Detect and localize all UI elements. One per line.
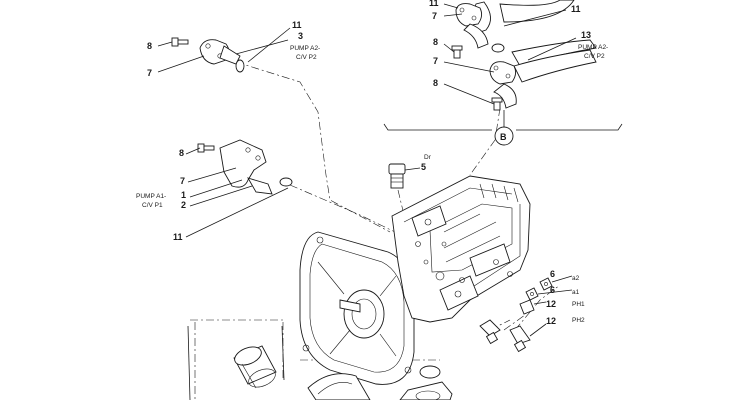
label-port-a2: a2	[572, 275, 580, 282]
callout-top-left-3: 3	[298, 31, 303, 41]
label-top-left-pump-line2: C/V P2	[296, 54, 317, 61]
callout-right-6a: 6	[550, 269, 555, 279]
label-top-left-pump-line1: PUMP A2-	[290, 45, 320, 52]
label-b-pump-line1: PUMP A2-	[578, 44, 608, 51]
bottom-components-group	[187, 325, 453, 400]
label-port-ph1: PH1	[572, 301, 585, 308]
detail-b-marker	[494, 126, 514, 146]
label-mid-left-pump-line1: PUMP A1-	[136, 193, 166, 200]
callout-b-7-top: 7	[432, 11, 437, 21]
callout-mid-left-2: 2	[181, 200, 186, 210]
seal-ring-part	[419, 365, 441, 379]
callout-b-8-lower: 8	[433, 78, 438, 88]
top-left-flange-group	[157, 27, 291, 73]
label-drain-dr: Dr	[424, 154, 432, 161]
callout-b-11: 11	[571, 4, 581, 14]
right-fittings-group	[479, 275, 573, 353]
fitting-12-upper	[519, 299, 535, 315]
callout-b-8: 8	[433, 37, 438, 47]
bell-housing-part	[307, 373, 371, 400]
callout-right-12a: 12	[546, 299, 556, 309]
bolt-part	[171, 37, 189, 47]
callout-top-left-8: 8	[147, 41, 152, 51]
coupling-part	[233, 345, 277, 389]
callout-top-left-11: 11	[292, 20, 302, 30]
main-pump-body	[299, 175, 531, 385]
detail-b-letter: B	[500, 132, 507, 142]
label-b-pump-line2: C/V P2	[584, 53, 605, 60]
callout-mid-left-1: 1	[181, 190, 186, 200]
assembly-centerlines	[190, 61, 561, 400]
elbow-fitting-part	[219, 139, 273, 195]
callout-drain-5: 5	[421, 162, 426, 172]
callout-mid-left-7: 7	[180, 176, 185, 186]
fitting-6-lower	[525, 287, 539, 301]
callout-mid-left-11: 11	[173, 232, 183, 242]
label-mid-left-pump-line2: C/V P1	[142, 202, 163, 209]
drain-plug-group	[388, 163, 421, 189]
bolt-part	[197, 143, 215, 153]
callout-b-7: 7	[433, 56, 438, 66]
callout-b-13: 13	[581, 30, 591, 40]
fitting-6-upper	[539, 277, 553, 291]
mid-left-flange-group	[185, 139, 293, 238]
split-flange-part	[199, 39, 241, 65]
label-port-ph2: PH2	[572, 317, 585, 324]
o-ring-part	[279, 177, 293, 187]
pressure-sensor-right	[509, 325, 531, 353]
label-port-a1: a1	[572, 289, 580, 296]
pressure-sensor-left	[479, 319, 501, 345]
callout-top-left-7: 7	[147, 68, 152, 78]
o-ring-part	[235, 59, 245, 73]
callout-mid-left-8: 8	[179, 148, 184, 158]
detail-b-group	[383, 0, 623, 131]
callout-right-12b: 12	[546, 316, 556, 326]
callout-b-11-top: 11	[429, 0, 439, 8]
callout-right-6b: 6	[550, 285, 555, 295]
lower-cover-part	[399, 381, 453, 400]
